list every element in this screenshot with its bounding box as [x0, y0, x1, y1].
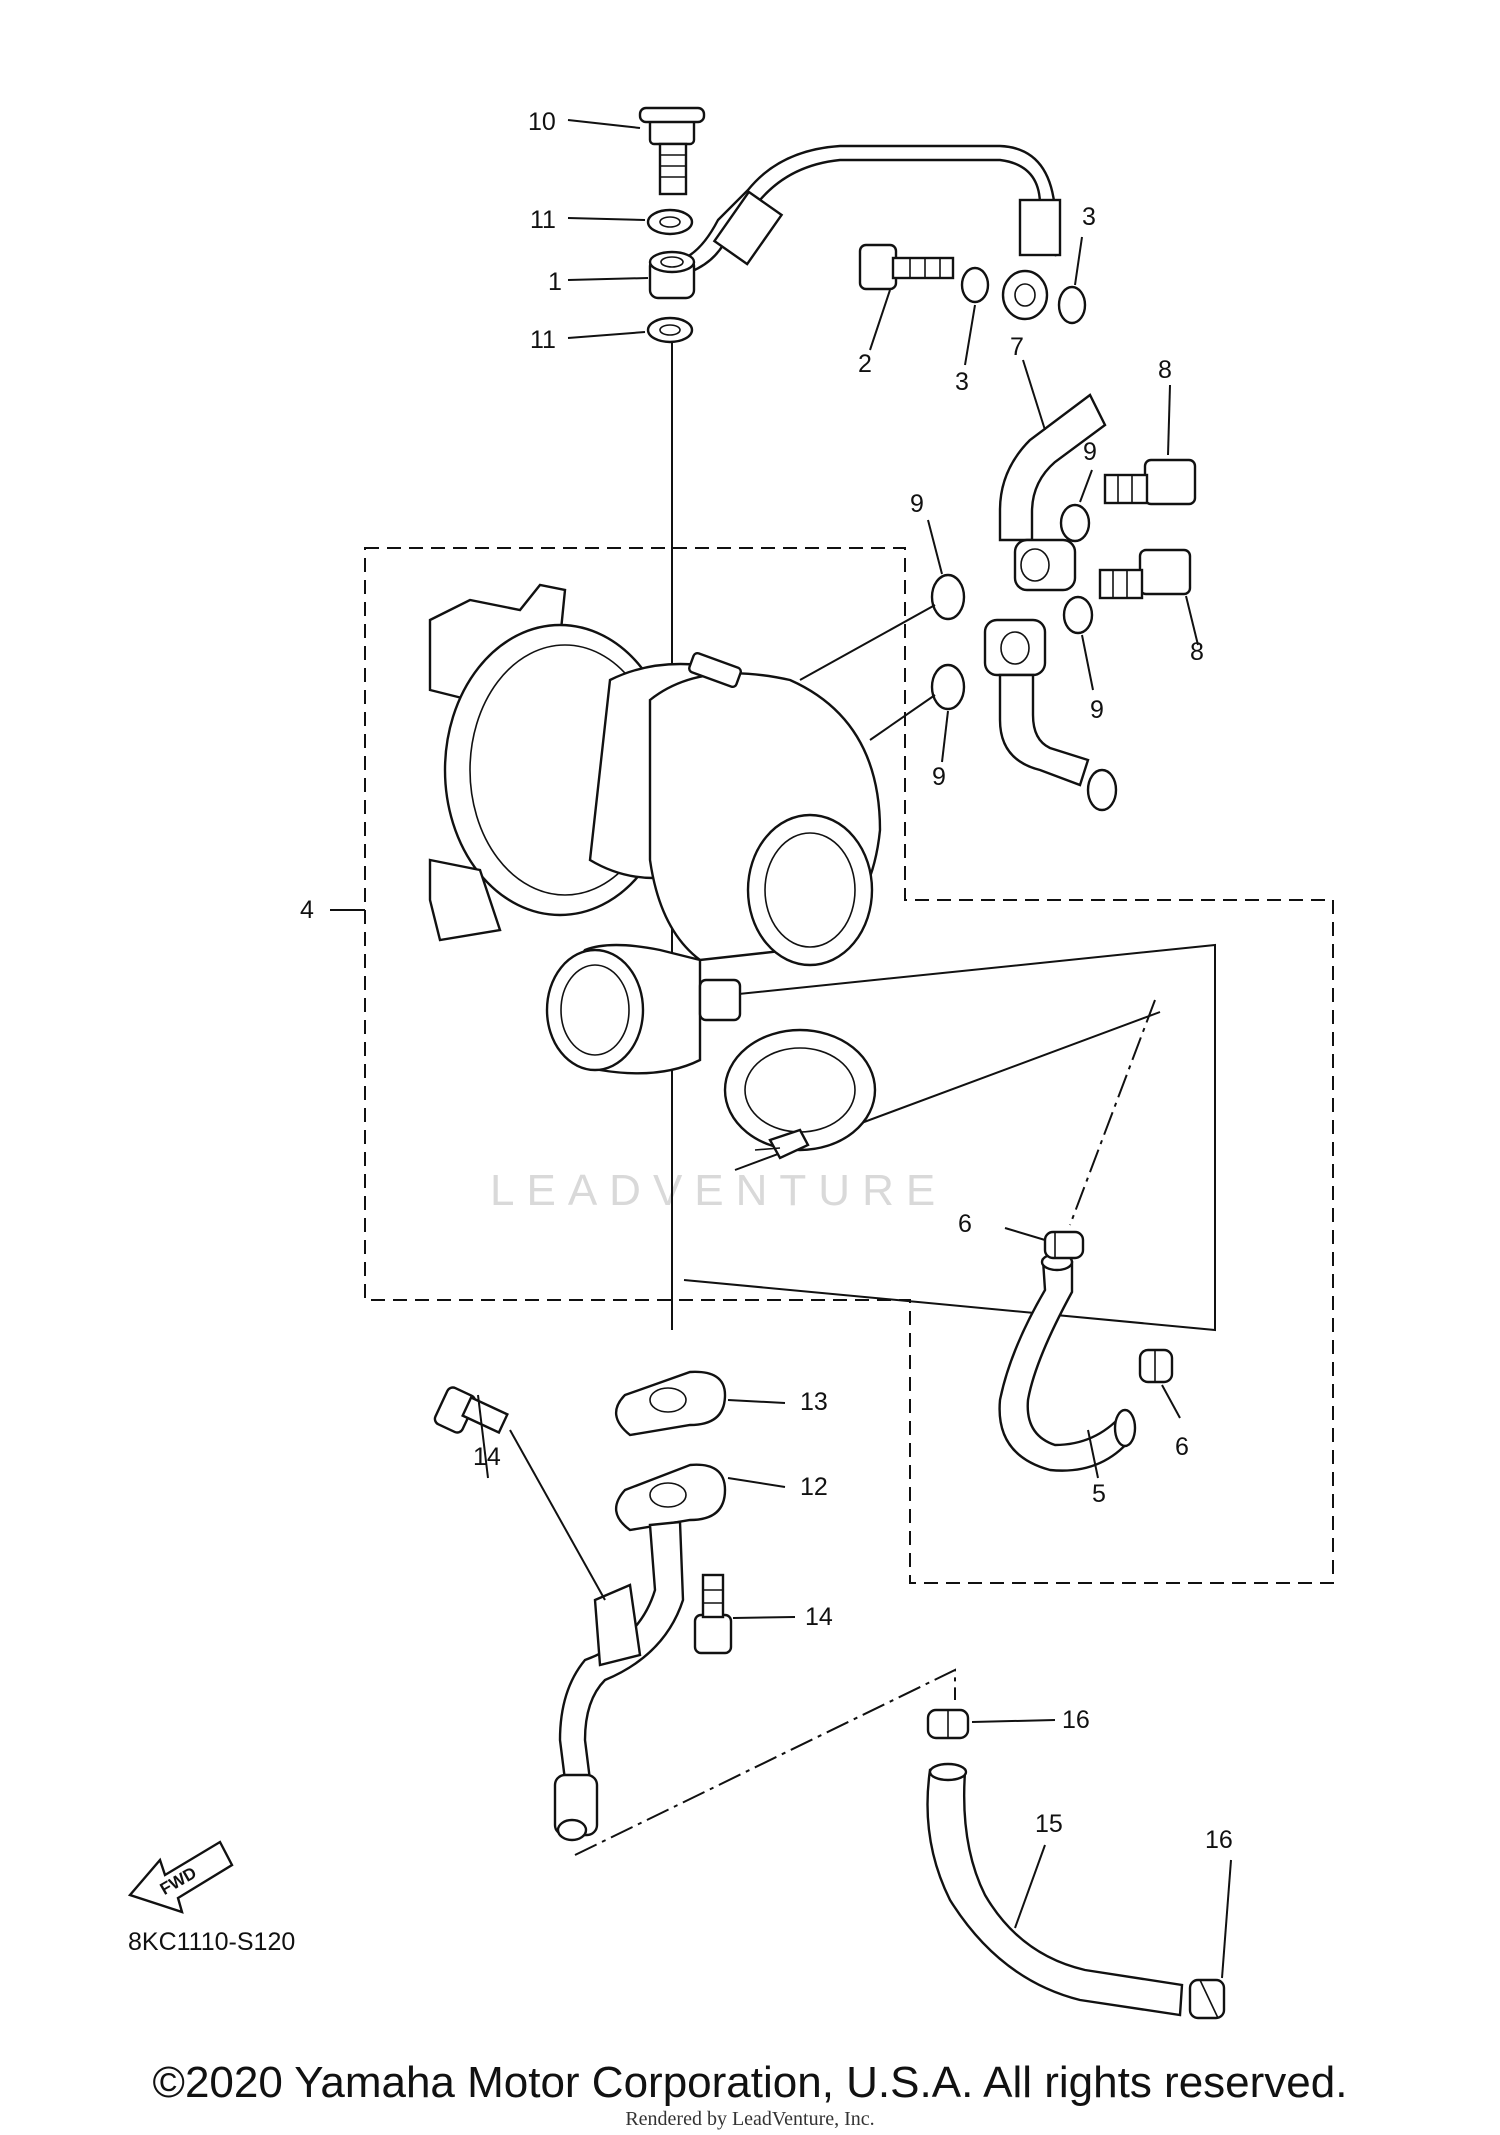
turbocharger-assembly	[428, 583, 882, 1160]
hose-15	[926, 1762, 1184, 2017]
callout-4: 4	[300, 896, 314, 924]
callout-6-lower: 6	[1175, 1433, 1189, 1461]
bolt-8-lower	[1098, 548, 1192, 600]
callout-14-left: 14	[473, 1443, 501, 1471]
banjo-fitting-1	[648, 250, 696, 300]
bolt-14-right	[693, 1573, 733, 1655]
washer-11-lower	[646, 316, 694, 344]
drain-routing-line	[574, 1668, 956, 1856]
gasket-13	[615, 1370, 727, 1437]
washer-9-b	[1062, 595, 1094, 635]
clamp-16-lower	[1188, 1978, 1226, 2020]
callout-11-lower: 11	[530, 326, 556, 354]
watermark-text: LEADVENTURE	[490, 1166, 947, 1215]
copyright-notice: ©2020 Yamaha Motor Corporation, U.S.A. A…	[152, 2058, 1348, 2107]
diagram-code: 8KC1110-S120	[128, 1928, 295, 1956]
washer-9-a	[1059, 503, 1091, 543]
union-bolt-2	[858, 243, 955, 291]
callout-7: 7	[1010, 333, 1024, 361]
callout-16-upper: 16	[1062, 1706, 1090, 1734]
callout-5: 5	[1092, 1480, 1106, 1508]
callout-8-upper: 8	[1158, 356, 1172, 384]
callout-9-d: 9	[932, 763, 946, 791]
callout-9-c: 9	[910, 490, 924, 518]
clamp-6-upper	[1043, 1230, 1085, 1260]
callout-11-upper: 11	[530, 206, 556, 234]
bolt-14-left	[433, 1386, 509, 1435]
callout-12: 12	[800, 1473, 828, 1501]
fwd-arrow-icon: FWD	[127, 1840, 234, 1914]
washer-11-upper	[646, 208, 694, 236]
callout-10: 10	[528, 108, 556, 136]
bolt-10	[638, 106, 706, 196]
banjo-end	[1001, 269, 1049, 321]
callout-2: 2	[858, 350, 872, 378]
pipe-sleeve	[712, 190, 784, 266]
callout-1: 1	[548, 268, 562, 296]
callout-14-right: 14	[805, 1603, 833, 1631]
callout-15: 15	[1035, 1810, 1063, 1838]
callout-6-upper: 6	[958, 1210, 972, 1238]
oil-return-pipe-12	[553, 1463, 727, 1842]
callout-9-b: 9	[1090, 696, 1104, 724]
hose-routing-line	[1069, 999, 1156, 1226]
assembly-4-boundary	[364, 547, 1334, 1584]
clamp-6-lower	[1138, 1348, 1174, 1384]
washer-3-left	[960, 266, 990, 304]
leader-lines	[330, 119, 1232, 1979]
callout-16-lower: 16	[1205, 1826, 1233, 1854]
callout-8-lower: 8	[1190, 638, 1204, 666]
callout-13: 13	[800, 1388, 828, 1416]
inner-routing-frame	[679, 943, 1216, 1332]
bolt-8-upper	[1103, 458, 1197, 506]
callout-3-left: 3	[955, 368, 969, 396]
hose-5	[998, 1252, 1137, 1472]
washer-9-d	[930, 663, 966, 711]
rendered-by-notice: Rendered by LeadVenture, Inc.	[625, 2108, 875, 2130]
callout-9-a: 9	[1083, 438, 1097, 466]
pipe-sleeve-right	[1018, 198, 1062, 257]
clamp-16-upper	[926, 1708, 970, 1740]
water-pipe-7	[983, 393, 1118, 812]
washer-9-c	[930, 573, 966, 621]
callout-labels: 10 11 1 11 2 3 3 7 8 9 9 9 8 9 4 6 6 5 1…	[300, 108, 1233, 1854]
callout-3-right: 3	[1082, 203, 1096, 231]
washer-3-right	[1057, 285, 1087, 325]
